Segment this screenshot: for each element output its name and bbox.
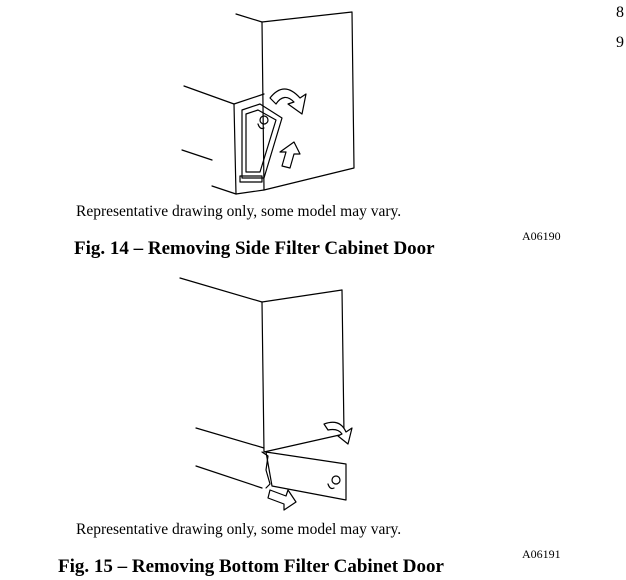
fig15-right-arrow-icon bbox=[267, 489, 297, 511]
fig15-title: Fig. 15 – Removing Bottom Filter Cabinet… bbox=[58, 556, 444, 577]
fig14-up-arrow-icon bbox=[279, 141, 301, 169]
fig14-title: Fig. 14 – Removing Side Filter Cabinet D… bbox=[74, 238, 435, 259]
fig15-filter-door bbox=[261, 451, 347, 501]
fig15-caption-note: Representative drawing only, some model … bbox=[76, 521, 402, 538]
page-number-8: 8 bbox=[616, 4, 624, 21]
fig14-cabinet-outline bbox=[181, 11, 355, 195]
fig14-filter-door bbox=[239, 103, 283, 183]
page-number-9: 9 bbox=[616, 34, 624, 51]
fig15-rotate-arrow-icon bbox=[323, 421, 353, 445]
fig15-cabinet-outline bbox=[179, 277, 345, 489]
fig14-rotate-arrow-icon bbox=[269, 88, 307, 115]
fig14-drawing-code: A06190 bbox=[522, 229, 561, 243]
fig14-caption-note: Representative drawing only, some model … bbox=[76, 203, 402, 220]
fig15-drawing-code: A06191 bbox=[522, 547, 561, 561]
